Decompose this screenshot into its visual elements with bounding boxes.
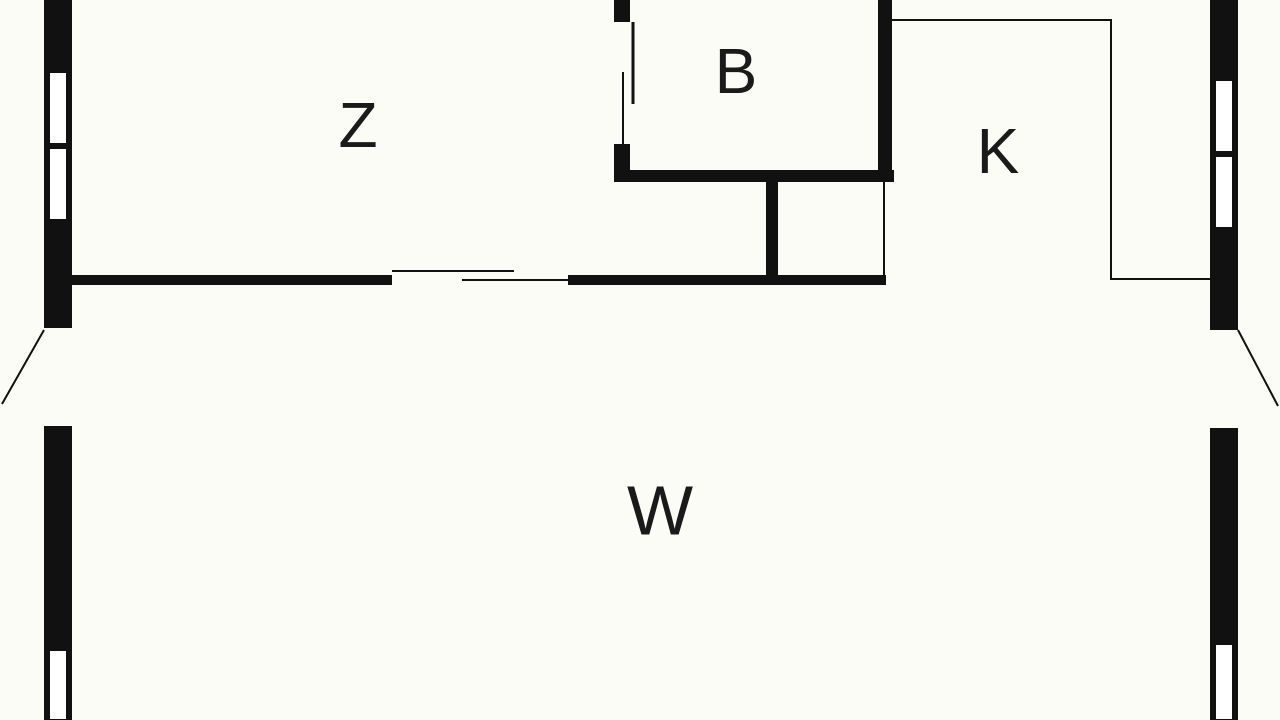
room-label-k: K [977,115,1020,187]
bathroom-walls [614,0,894,182]
interior-wall-horizontal [72,270,886,285]
kitchen-outline [892,19,1210,280]
window-pane [48,147,68,221]
wall-segment [878,0,892,182]
window-pane [1214,643,1234,720]
door-swing-right [1237,329,1279,407]
window-pane [1214,79,1234,153]
room-label-z: Z [338,89,377,161]
room-label-b: B [715,35,758,107]
wall-segment [568,275,886,285]
closet-walls [766,182,885,280]
wall-segment [614,170,894,182]
right-exterior-wall [1210,0,1238,720]
room-label-w: W [627,471,693,549]
window-pane [1214,155,1234,229]
window-pane [48,649,68,720]
window-pane [48,71,68,145]
left-exterior-wall [44,0,72,720]
wall-segment [72,275,392,285]
door-swing-left [1,329,45,405]
wall-segment [766,182,778,280]
wall-segment [614,0,630,22]
